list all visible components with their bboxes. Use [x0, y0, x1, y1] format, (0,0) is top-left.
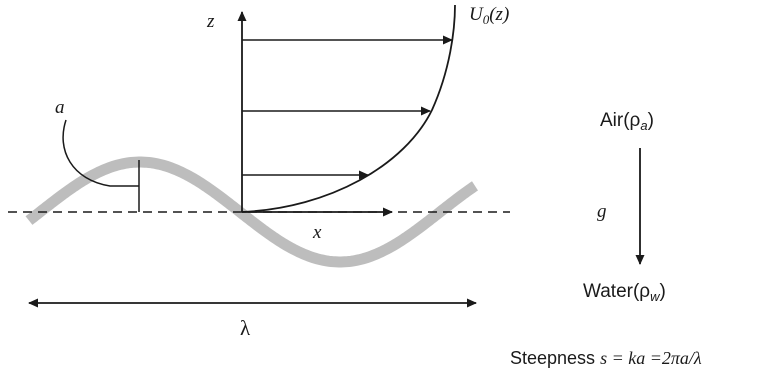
air-density-label: Air(ρa) — [600, 110, 654, 133]
amplitude-leader-curve — [62, 119, 139, 187]
z-axis-label: z — [206, 11, 215, 32]
x-axis-label: x — [312, 222, 322, 243]
amplitude-label: a — [55, 97, 65, 118]
velocity-profile-label: U0(z) — [469, 4, 509, 27]
wave-surface — [25, 156, 478, 268]
velocity-profile-curve — [241, 4, 456, 213]
gravity-label: g — [597, 201, 607, 222]
wavelength-label: λ — [240, 316, 251, 340]
water-density-label: Water(ρw) — [583, 281, 666, 304]
